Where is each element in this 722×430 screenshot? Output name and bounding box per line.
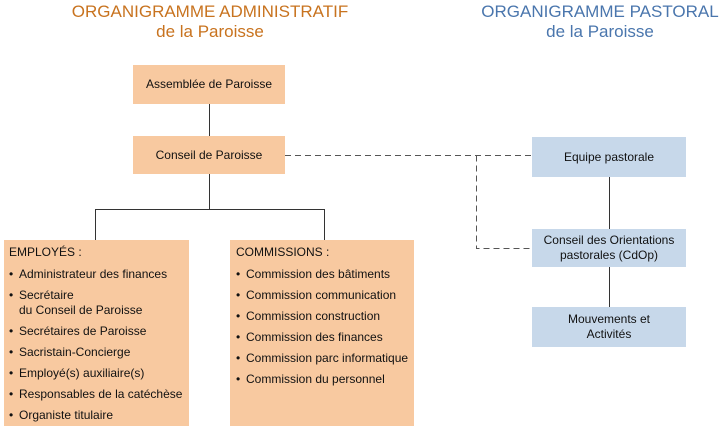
list-item: Employé(s) auxiliaire(s) (9, 366, 189, 381)
cdop-label-line2: pastorales (CdOp) (559, 248, 659, 262)
pastoral-title-line2: de la Paroisse (546, 22, 654, 41)
admin-title-line2: de la Paroisse (156, 22, 264, 41)
cdop-label-line1: Conseil des Orientations (543, 233, 675, 247)
list-item: Commission des bâtiments (236, 267, 414, 282)
cdop-label: Conseil des Orientations pastorales (CdO… (544, 233, 675, 263)
admin-chart-title: ORGANIGRAMME ADMINISTRATIF de la Paroiss… (60, 2, 360, 42)
list-item: Sacristain-Concierge (9, 345, 189, 360)
commissions-list: Commission des bâtiments Commission comm… (236, 267, 414, 387)
mouvements-label-line2: Activités (586, 327, 632, 341)
commissions-box: COMMISSIONS : Commission des bâtiments C… (230, 240, 414, 426)
mouvements-label: Mouvements et Activités (568, 312, 650, 342)
list-item: Commission des finances (236, 330, 414, 345)
commissions-title: COMMISSIONS : (236, 245, 330, 259)
dashed-link-cdop (476, 155, 532, 249)
conseil-label: Conseil de Paroisse (155, 147, 263, 162)
conseil-de-paroisse-box: Conseil de Paroisse (133, 136, 285, 174)
employe-item-label: Secrétaires de Paroisse (19, 324, 147, 338)
commission-item-label: Commission parc informatique (246, 351, 409, 365)
list-item: Commission du personnel (236, 372, 414, 387)
admin-title-line1: ORGANIGRAMME ADMINISTRATIF (71, 2, 349, 21)
list-item: Commission communication (236, 288, 414, 303)
employe-item-label: Responsables de la catéchèse (19, 387, 183, 401)
commission-item-label: Commission des finances (246, 330, 383, 344)
commission-item-label: Commission du personnel (246, 372, 385, 386)
employe-item-label: Administrateur des finances (19, 267, 168, 281)
commission-item-label: Commission des bâtiments (246, 267, 391, 281)
list-item: Commission construction (236, 309, 414, 324)
employes-title: EMPLOYÉS : (9, 245, 82, 259)
list-item: Organiste titulaire (9, 408, 189, 423)
employes-box: EMPLOYÉS : Administrateur des finances S… (4, 240, 189, 426)
pastoral-chart-title: ORGANIGRAMME PASTORAL de la Paroisse (460, 2, 722, 42)
commission-item-label: Commission construction (246, 309, 381, 323)
employes-list: Administrateur des finances Secrétaire d… (9, 267, 189, 423)
employe-item-label-cont: du Conseil de Paroisse (19, 303, 143, 317)
assemblee-de-paroisse-box: Assemblée de Paroisse (133, 65, 285, 104)
conseil-orientations-box: Conseil des Orientations pastorales (CdO… (532, 229, 686, 267)
list-item: Responsables de la catéchèse (9, 387, 189, 402)
assemblee-label: Assemblée de Paroisse (145, 77, 273, 91)
list-item: Commission parc informatique (236, 351, 414, 366)
list-item: Secrétaires de Paroisse (9, 324, 189, 339)
commission-item-label: Commission communication (246, 288, 397, 302)
mouvements-activites-box: Mouvements et Activités (532, 307, 686, 347)
employe-item-label: Sacristain-Concierge (19, 345, 131, 359)
employe-item-label: Organiste titulaire (19, 408, 114, 422)
employe-item-label: Secrétaire (19, 288, 74, 302)
employe-item-label: Employé(s) auxiliaire(s) (19, 366, 145, 380)
equipe-pastorale-box: Equipe pastorale (532, 137, 686, 177)
list-item: Administrateur des finances (9, 267, 189, 282)
list-item: Secrétaire du Conseil de Paroisse (9, 288, 189, 318)
mouvements-label-line1: Mouvements et (567, 312, 651, 326)
equipe-label: Equipe pastorale (563, 149, 655, 164)
pastoral-title-line1: ORGANIGRAMME PASTORAL (481, 2, 719, 21)
